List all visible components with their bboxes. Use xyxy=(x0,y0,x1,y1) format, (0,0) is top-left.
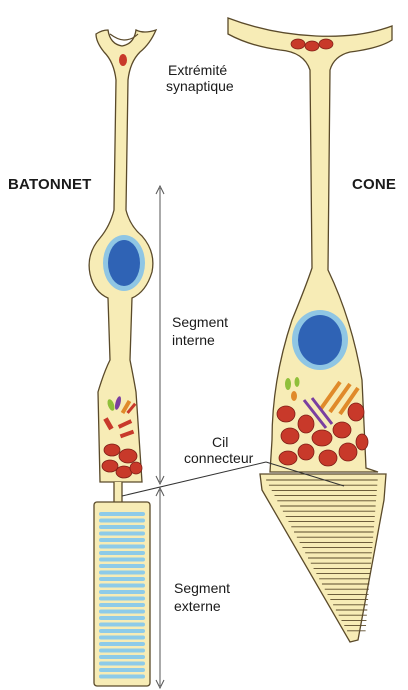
rod-synaptic-vesicles xyxy=(119,54,127,66)
rod-cell xyxy=(89,30,156,686)
outer-segment-label-line2: externe xyxy=(174,598,221,615)
rod-disc xyxy=(99,532,145,536)
rod-disc xyxy=(99,597,145,601)
rod-disc xyxy=(99,525,145,529)
inner-segment-label-line2: interne xyxy=(172,332,215,349)
dimension-arrows xyxy=(156,186,164,688)
synaptic-label-line2: synaptique xyxy=(166,78,234,95)
rod-disc xyxy=(99,512,145,516)
rod-disc xyxy=(99,538,145,542)
rod-disc xyxy=(99,616,145,620)
cone-synaptic-vesicles xyxy=(291,39,333,51)
rod-disc xyxy=(99,642,145,646)
rod-disc xyxy=(99,636,145,640)
rod-disc xyxy=(99,564,145,568)
rod-nucleus xyxy=(108,240,140,286)
rod-disc xyxy=(99,571,145,575)
rod-disc xyxy=(99,623,145,627)
rod-disc xyxy=(99,603,145,607)
rod-disc xyxy=(99,577,145,581)
rod-disc xyxy=(99,668,145,672)
rod-disc xyxy=(99,610,145,614)
cilium-label-line1: Cil xyxy=(212,434,228,451)
rod-title: BATONNET xyxy=(8,176,92,193)
rod-disc xyxy=(99,590,145,594)
cone-title: CONE xyxy=(352,176,396,193)
rod-disc xyxy=(99,675,145,679)
rod-disc xyxy=(99,662,145,666)
cilium-label-line2: connecteur xyxy=(184,450,253,467)
cone-inner-body xyxy=(228,18,392,472)
rod-disc xyxy=(99,558,145,562)
outer-segment-label-line1: Segment xyxy=(174,580,230,597)
inner-segment-label-line1: Segment xyxy=(172,314,228,331)
rod-disc xyxy=(99,584,145,588)
synaptic-label-line1: Extrémité xyxy=(168,62,227,79)
rod-disc xyxy=(99,519,145,523)
rod-disc xyxy=(99,551,145,555)
rod-disc xyxy=(99,629,145,633)
rod-disc xyxy=(99,655,145,659)
cone-nucleus xyxy=(298,315,342,365)
rod-disc xyxy=(99,649,145,653)
rod-disc xyxy=(99,545,145,549)
